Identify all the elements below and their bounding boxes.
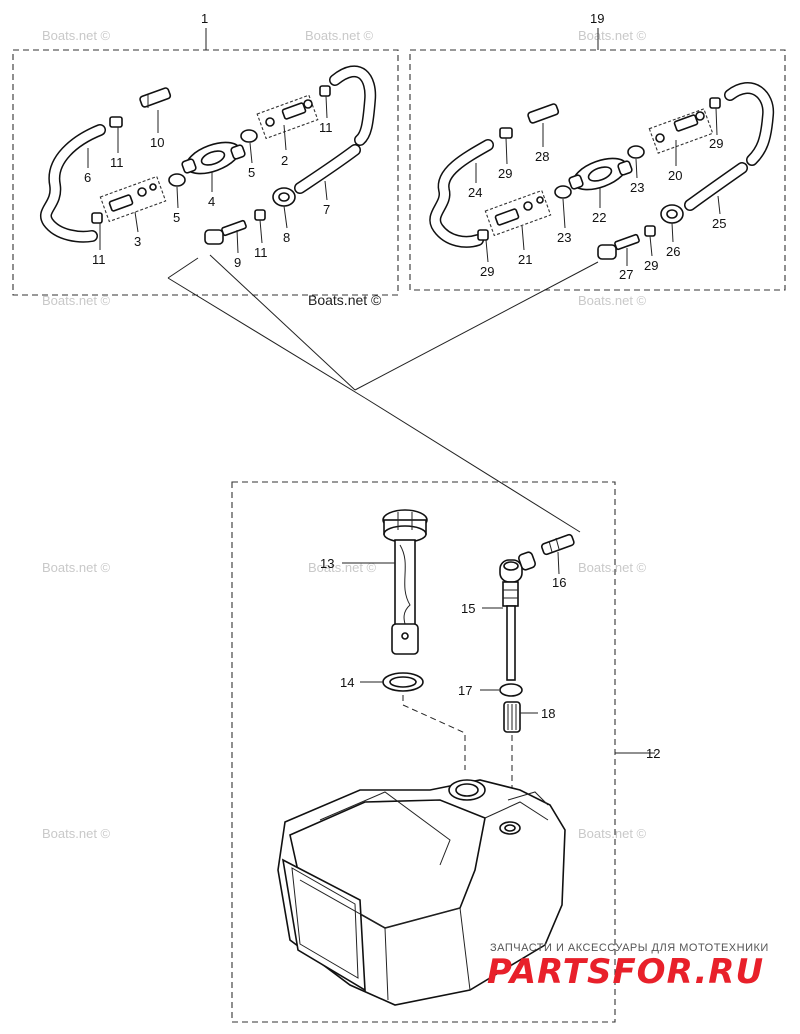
sleeve-8 xyxy=(272,187,296,207)
clamp-11d xyxy=(319,85,331,97)
callout-11: 11 xyxy=(254,245,268,260)
callout-11: 11 xyxy=(319,120,333,135)
callout-9: 9 xyxy=(234,255,241,270)
clamp-11b xyxy=(91,212,103,224)
watermarks: Boats.net © Boats.net © Boats.net © Boat… xyxy=(42,28,647,841)
fitting-3 xyxy=(99,175,167,223)
watermark: Boats.net © xyxy=(578,826,647,841)
tank-group: 12 13 14 xyxy=(231,481,660,1023)
connector-27 xyxy=(597,233,640,260)
watermark: Boats.net © xyxy=(42,826,111,841)
check-valve-23b xyxy=(627,145,645,159)
connector-9 xyxy=(204,219,247,245)
callout-23: 23 xyxy=(557,230,571,245)
callout-19: 19 xyxy=(590,11,604,26)
brand-tagline: ЗАПЧАСТИ И АКСЕССУАРЫ ДЛЯ МОТОТЕХНИКИ xyxy=(490,942,769,954)
callout-22: 22 xyxy=(592,210,606,225)
callout-6: 6 xyxy=(84,170,91,185)
callout-29: 29 xyxy=(498,166,512,181)
callout-29: 29 xyxy=(709,136,723,151)
callout-1: 1 xyxy=(201,11,208,26)
callout-28: 28 xyxy=(535,149,549,164)
kit-1-group: 1 xyxy=(12,11,399,296)
callout-21: 21 xyxy=(518,252,532,267)
assembly-lines xyxy=(167,254,599,533)
callout-23: 23 xyxy=(630,180,644,195)
connector-10 xyxy=(139,87,172,108)
sleeve-26 xyxy=(660,204,684,224)
clamp-29d xyxy=(709,97,721,109)
callout-3: 3 xyxy=(134,234,141,249)
clamp-29b xyxy=(477,229,489,241)
callout-14: 14 xyxy=(340,675,354,690)
fitting-21 xyxy=(484,189,552,237)
callout-17: 17 xyxy=(458,683,472,698)
callout-24: 24 xyxy=(468,185,482,200)
check-valve-23a xyxy=(554,185,572,199)
fitting-16 xyxy=(540,533,575,556)
watermark: Boats.net © xyxy=(305,28,374,43)
watermark: Boats.net © xyxy=(42,293,111,308)
callout-29: 29 xyxy=(480,264,494,279)
callout-7: 7 xyxy=(323,202,330,217)
pickup-15 xyxy=(499,551,536,681)
brand-name: PARTSFOR.RU xyxy=(487,952,764,992)
check-valve-5a xyxy=(168,173,186,187)
callout-5: 5 xyxy=(248,165,255,180)
callout-18: 18 xyxy=(541,706,555,721)
tank-box xyxy=(231,481,616,1023)
brand-logo: ЗАПЧАСТИ И АКСЕССУАРЫ ДЛЯ МОТОТЕХНИКИ PA… xyxy=(487,942,769,992)
callout-2: 2 xyxy=(281,153,288,168)
watermark: Boats.net © xyxy=(578,560,647,575)
fitting-20 xyxy=(648,108,714,154)
callout-15: 15 xyxy=(461,601,475,616)
watermark: Boats.net © xyxy=(42,560,111,575)
clamp-11a xyxy=(109,116,123,128)
callout-11: 11 xyxy=(110,155,124,170)
fitting-2 xyxy=(256,94,319,140)
clamp-29a xyxy=(499,127,513,139)
callout-4: 4 xyxy=(208,194,215,209)
clamp-11c xyxy=(254,209,266,221)
callout-13: 13 xyxy=(320,556,334,571)
callout-11: 11 xyxy=(92,252,106,267)
callout-10: 10 xyxy=(150,135,164,150)
watermark: Boats.net © xyxy=(42,28,111,43)
callout-27: 27 xyxy=(619,267,633,282)
filter-18 xyxy=(503,701,521,733)
callout-5: 5 xyxy=(173,210,180,225)
fuel-gauge-13 xyxy=(382,509,428,655)
watermark: Boats.net © xyxy=(308,292,382,308)
connector-28 xyxy=(527,103,560,124)
oring-17 xyxy=(499,683,523,697)
callout-20: 20 xyxy=(668,168,682,183)
watermark: Boats.net © xyxy=(308,560,377,575)
kit-19-box xyxy=(409,49,786,291)
callout-8: 8 xyxy=(283,230,290,245)
callout-26: 26 xyxy=(666,244,680,259)
watermark: Boats.net © xyxy=(578,28,647,43)
clamp-29c xyxy=(644,225,656,237)
check-valve-5b xyxy=(240,129,258,143)
watermark: Boats.net © xyxy=(578,293,647,308)
primer-bulb-22 xyxy=(568,157,633,191)
callout-25: 25 xyxy=(712,216,726,231)
callout-16: 16 xyxy=(552,575,566,590)
callout-12: 12 xyxy=(646,746,660,761)
primer-bulb-4 xyxy=(181,141,246,175)
fuel-tank xyxy=(277,779,566,1006)
callout-29: 29 xyxy=(644,258,658,273)
kit-19-group: 19 xyxy=(409,11,786,291)
